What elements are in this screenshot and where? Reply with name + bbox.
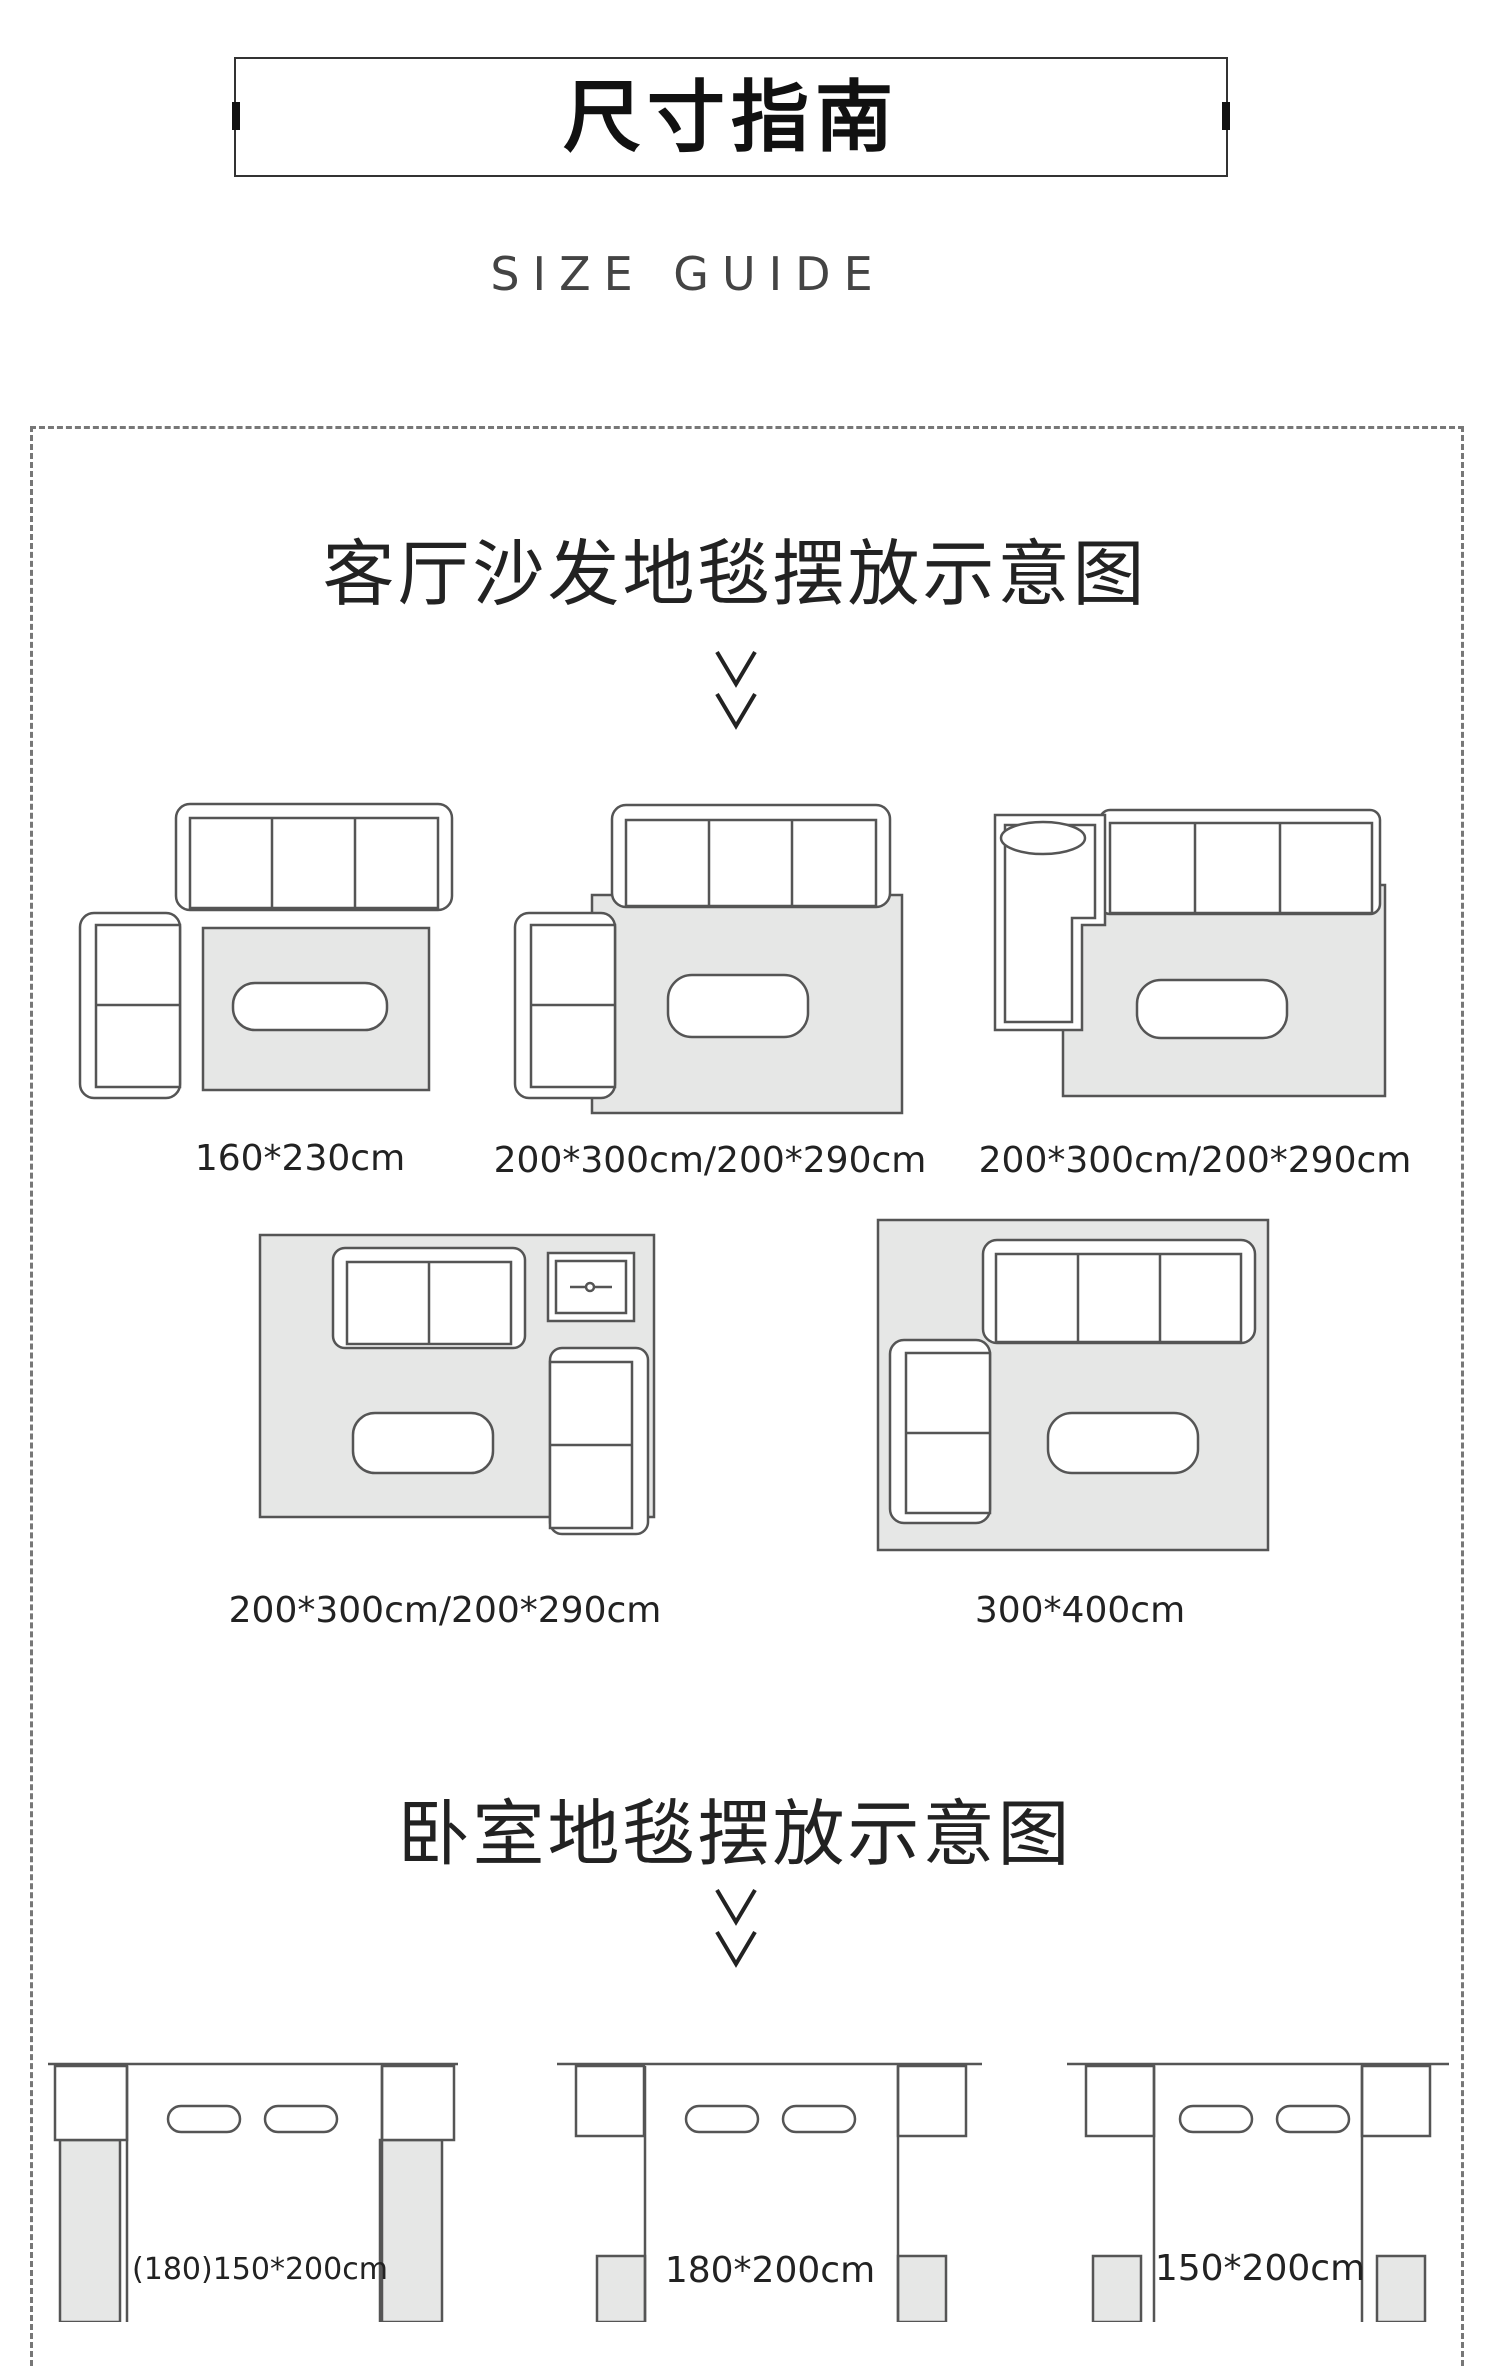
title-box: 尺寸指南: [232, 57, 1230, 177]
bedroom-3-size: 150*200cm: [1154, 2248, 1366, 2289]
bedroom-3-diagram: [1067, 2062, 1449, 2322]
living-room-heading: 客厅沙发地毯摆放示意图: [322, 532, 1148, 616]
layout-4-size: 200*300cm/200*290cm: [228, 1590, 662, 1631]
bedroom-2-size: 180*200cm: [664, 2250, 876, 2291]
page-subtitle: SIZE GUIDE: [490, 247, 886, 301]
bedroom-heading: 卧室地毯摆放示意图: [397, 1792, 1073, 1876]
layout-5-size: 300*400cm: [974, 1590, 1186, 1631]
layout-1-sofa-seat: [188, 816, 440, 910]
layout-1-size: 160*230cm: [194, 1138, 406, 1179]
bedroom-2-diagram: [557, 2062, 982, 2322]
living-room-arrow-icon: [715, 650, 757, 728]
layout-1-diagram: [78, 802, 454, 1100]
layout-3-size: 200*300cm/200*290cm: [978, 1140, 1412, 1181]
guide-frame: [30, 426, 1464, 2366]
layout-2-diagram: [513, 803, 904, 1115]
title-left-tab: [232, 102, 240, 130]
layout-4-diagram: [258, 1233, 656, 1536]
layout-5-diagram: [876, 1218, 1270, 1552]
layout-1-table: [231, 981, 389, 1032]
bedroom-1-size: (180)150*200cm: [132, 2252, 388, 2287]
layout-2-size: 200*300cm/200*290cm: [493, 1140, 927, 1181]
title-right-tab: [1222, 102, 1230, 130]
bedroom-arrow-icon: [715, 1888, 757, 1966]
layout-3-diagram: [993, 808, 1387, 1098]
bedroom-1-diagram: [48, 2062, 458, 2322]
page-title: 尺寸指南: [562, 73, 899, 163]
